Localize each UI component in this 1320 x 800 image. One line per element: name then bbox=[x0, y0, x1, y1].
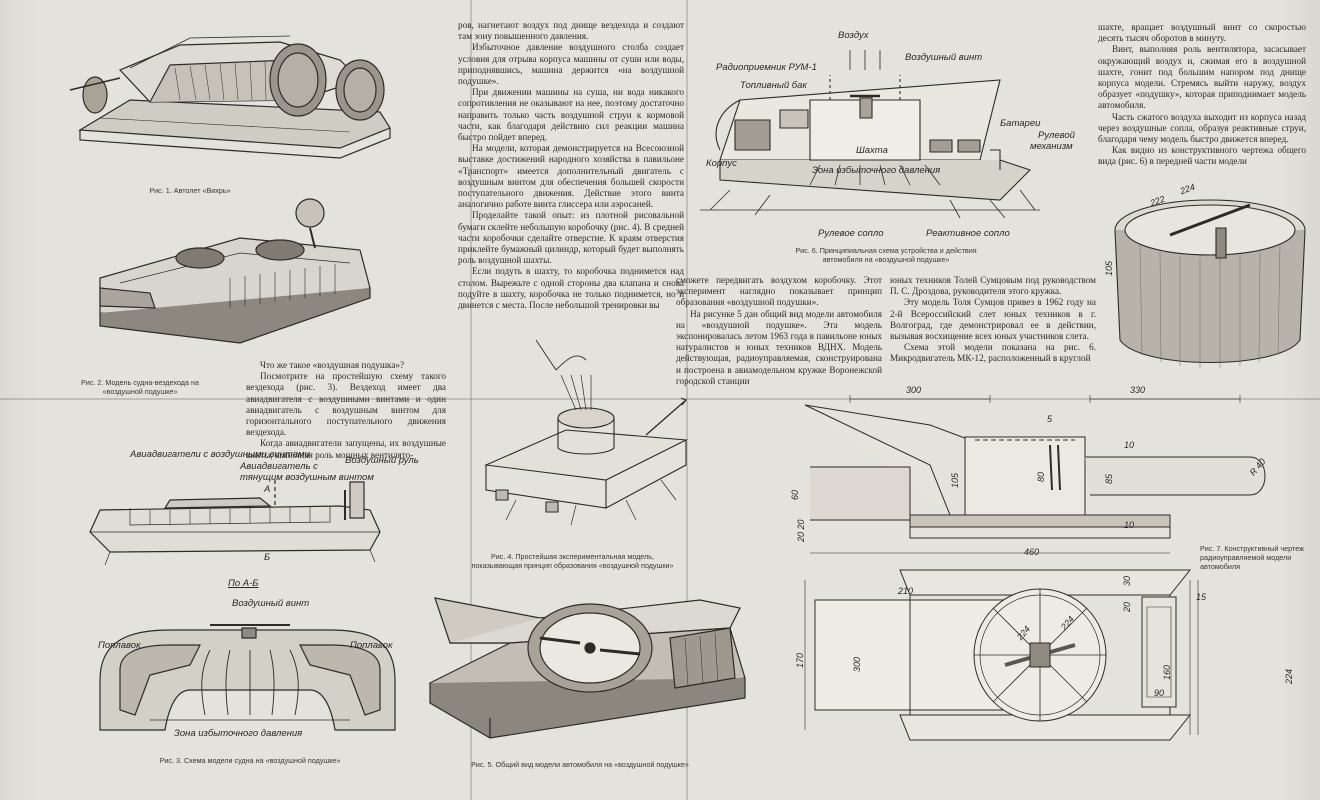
figure-3-section bbox=[90, 620, 410, 750]
paragraph: Когда авиадвигатели запущены, их воздушн… bbox=[246, 438, 446, 460]
figure-4-box-experiment bbox=[476, 330, 696, 540]
dim-80: 80 bbox=[1036, 471, 1046, 482]
dim-20-20: 20 20 bbox=[796, 519, 806, 542]
label-air-rudder: Воздушный руль bbox=[345, 455, 419, 466]
paragraph: Если подуть в шахту, то коробочка подним… bbox=[458, 266, 684, 311]
dim-85: 85 bbox=[1104, 473, 1114, 484]
paragraph: шахте, вращает воздушный винт со скорост… bbox=[1098, 22, 1306, 44]
figure-2-hovercraft bbox=[60, 198, 390, 358]
dim-90: 90 bbox=[1154, 688, 1165, 698]
figure-1-aerocar bbox=[60, 20, 400, 175]
dim-20: 20 bbox=[1122, 601, 1132, 612]
label-float-right: Поплавок bbox=[350, 640, 393, 651]
label-engine-pulling-2: тянущим воздушным винтом bbox=[240, 472, 374, 483]
dim-160: 160 bbox=[1162, 664, 1172, 680]
figure-7-technical-drawing bbox=[790, 395, 1290, 765]
paragraph: Эту модель Толя Сумцов привез в 1962 год… bbox=[890, 297, 1096, 342]
figure-3-side-view bbox=[70, 470, 400, 570]
label-f6-rudder-2: механизм bbox=[1030, 141, 1073, 152]
label-mark-b: Б bbox=[264, 552, 271, 563]
label-f6-hull: Корпус bbox=[706, 158, 737, 169]
dim-300-vertical: 300 bbox=[852, 656, 862, 672]
label-engines-with-props: Авиадвигатели с воздушными винтами bbox=[130, 449, 310, 460]
label-f6-jet-nozzle: Реактивное сопло bbox=[926, 228, 1010, 239]
label-f6-shaft: Шахта bbox=[856, 145, 888, 156]
dim-15: 15 bbox=[1196, 592, 1207, 602]
text-column-5: Что же такое «воздушная подушка»? Посмот… bbox=[246, 360, 446, 461]
paragraph: Винт, выполняя роль вентилятора, засасыв… bbox=[1098, 44, 1306, 111]
label-f6-rudder: Рулевой bbox=[1038, 130, 1075, 141]
page-fold bbox=[470, 0, 472, 800]
label-f6-prop: Воздушный винт bbox=[905, 52, 983, 63]
dim-170: 170 bbox=[795, 652, 805, 668]
paragraph: Схема этой модели показана на рис. 6. Ми… bbox=[890, 342, 1096, 364]
label-mark-a: А bbox=[264, 484, 271, 495]
dim-30: 30 bbox=[1122, 575, 1132, 586]
caption-fig-4: Рис. 4. Простейшая экспериментальная мод… bbox=[471, 552, 674, 570]
paragraph: сможете передвигать воздухом коробочку. … bbox=[676, 275, 882, 308]
paragraph: На модели, которая демонстрируется на Вс… bbox=[458, 143, 684, 210]
dim-5: 5 bbox=[1047, 414, 1053, 424]
dim-300: 300 bbox=[906, 385, 922, 395]
label-f6-radio: Радиоприемник РУМ-1 bbox=[716, 62, 817, 73]
paragraph: На рисунке 5 дан общий вид модели автомо… bbox=[676, 308, 882, 386]
label-float-left: Поплавок bbox=[98, 640, 141, 651]
dim-10a: 10 bbox=[1124, 440, 1135, 450]
label-f6-battery: Батареи bbox=[1000, 118, 1041, 129]
label-f6-tank: Топливный бак bbox=[740, 80, 807, 91]
caption-fig-1: Рис. 1. Автолет «Вихрь» bbox=[149, 186, 231, 195]
page-fold bbox=[0, 398, 1320, 400]
paragraph: Как видно из конструктивного чертежа общ… bbox=[1098, 145, 1306, 167]
figure-5-car-model bbox=[430, 588, 760, 748]
dim-460: 460 bbox=[1024, 547, 1040, 557]
text-column-4: шахте, вращает воздушный винт со скорост… bbox=[1098, 22, 1306, 168]
dim-224-vertical: 224 bbox=[1284, 668, 1294, 684]
paragraph: Что же такое «воздушная подушка»? bbox=[260, 360, 405, 370]
text-column-1: ров, нагнетают воздух под днище вездеход… bbox=[458, 20, 684, 311]
paragraph: Избыточное давление воздушного столба со… bbox=[458, 42, 684, 87]
label-air-prop: Воздушный винт bbox=[232, 598, 310, 609]
dim-330: 330 bbox=[1130, 385, 1146, 395]
caption-fig-2: Рис. 2. Модель судна-вездехода на «возду… bbox=[81, 378, 199, 396]
label-section-ab: По А-Б bbox=[228, 578, 259, 589]
label-pressure-zone: Зона избыточного давления bbox=[174, 728, 303, 739]
caption-fig-7: Рис. 7. Конструктивный чертеж радиоуправ… bbox=[1200, 544, 1304, 571]
paragraph: ров, нагнетают воздух под днище вездеход… bbox=[458, 20, 684, 42]
caption-fig-3: Рис. 3. Схема модели судна на «воздушной… bbox=[159, 756, 341, 765]
paragraph: Посмотрите на простейшую схему такого ве… bbox=[246, 371, 446, 438]
paragraph: юных техников Толей Сумцовым под руковод… bbox=[890, 275, 1096, 297]
text-column-2: сможете передвигать воздухом коробочку. … bbox=[676, 275, 882, 387]
dim-210: 210 bbox=[898, 586, 914, 596]
page-fold bbox=[686, 0, 688, 800]
dim-105: 105 bbox=[950, 472, 960, 488]
figure-air-shaft-cylinder bbox=[1100, 190, 1310, 380]
caption-fig-6: Рис. 6. Принципиальная схема устройства … bbox=[795, 246, 977, 264]
dim-10b: 10 bbox=[1124, 520, 1135, 530]
label-engine-pulling: Авиадвигатель с bbox=[240, 461, 318, 472]
paragraph: Проделайте такой опыт: из плотной рисова… bbox=[458, 210, 684, 266]
paragraph: При движении машины на суша, ни вода ник… bbox=[458, 87, 684, 143]
label-f6-air: Воздух bbox=[838, 30, 869, 41]
caption-fig-5: Рис. 5. Общий вид модели автомобиля на «… bbox=[471, 760, 689, 769]
paragraph: Часть сжатого воздуха выходит из корпуса… bbox=[1098, 111, 1306, 145]
dim-60: 60 bbox=[790, 489, 800, 500]
text-column-3: юных техников Толей Сумцовым под руковод… bbox=[890, 275, 1096, 365]
dim-c105: 105 bbox=[1104, 260, 1114, 276]
label-f6-steer-nozzle: Рулевое сопло bbox=[818, 228, 884, 239]
label-f6-zone: Зона избыточного давления bbox=[812, 165, 941, 176]
figure-6-schematic bbox=[700, 40, 1060, 240]
